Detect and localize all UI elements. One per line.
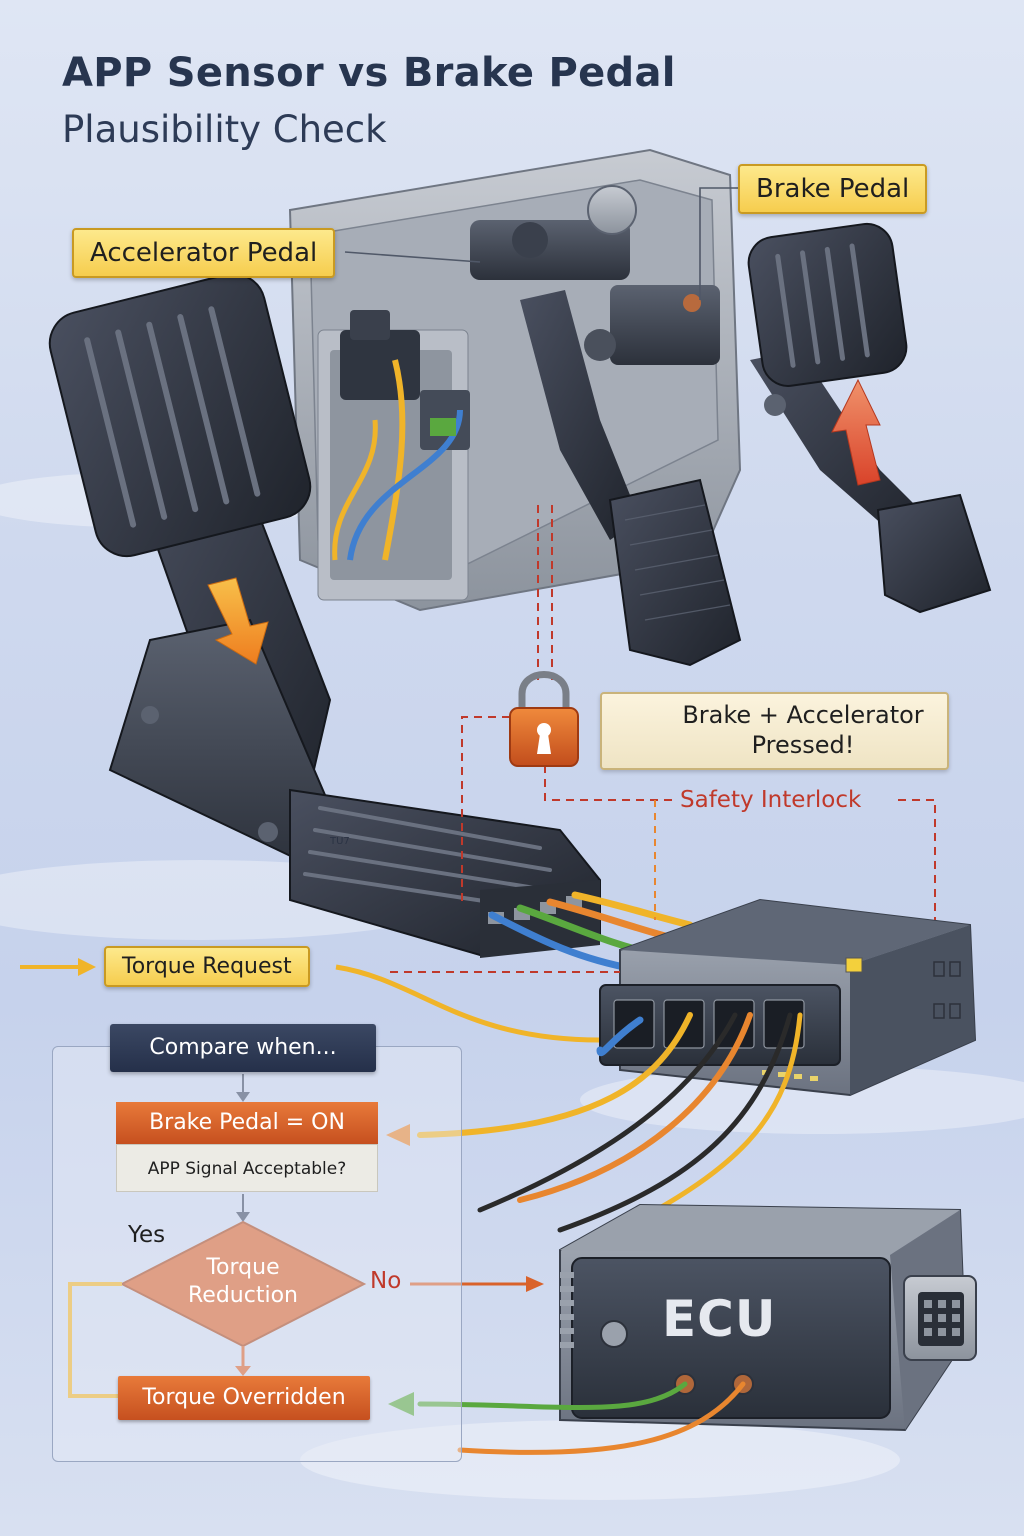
decision-line-1: Torque — [206, 1255, 280, 1280]
ecu-unit — [559, 1203, 977, 1432]
condition-arrow-icon — [386, 1124, 410, 1146]
compare-when-box: Compare when... — [110, 1024, 376, 1072]
warning-box: Brake + Accelerator Pressed! — [600, 692, 949, 770]
no-branch-arrow-icon — [526, 1276, 544, 1292]
label-leader-lines — [344, 187, 738, 300]
torque-reduction-text: Torque Reduction — [150, 1254, 336, 1310]
brake-pedal-assembly — [747, 222, 992, 614]
accelerator-press-arrow-icon — [207, 577, 269, 665]
accelerator-pedal-label: Accelerator Pedal — [72, 228, 336, 278]
safety-interlock-lines — [390, 505, 936, 973]
warning-line-2: Pressed! — [751, 731, 855, 759]
no-branch-label: No — [370, 1268, 402, 1294]
ecu-return-arrow-icon — [388, 1392, 414, 1416]
middle-pedal — [520, 290, 742, 667]
app-signal-question: APP Signal Acceptable? — [116, 1144, 378, 1192]
ecu-label: ECU — [662, 1290, 777, 1348]
torque-request-arrow-icon — [78, 958, 96, 976]
accelerator-pedal-assembly — [48, 272, 601, 958]
torque-request-line — [20, 958, 601, 1043]
app-sensor-module — [332, 310, 470, 561]
padlock-icon — [509, 671, 579, 767]
decision-line-2: Reduction — [188, 1283, 298, 1308]
page-title: APP Sensor vs Brake Pedal — [62, 50, 676, 96]
pedal-marking: TU7 — [330, 836, 350, 847]
warning-line-1: Brake + Accelerator — [682, 701, 924, 729]
flowchart-arrowheads — [236, 1092, 250, 1222]
page-subtitle: Plausibility Check — [62, 108, 387, 151]
result-arrow-icon — [235, 1366, 251, 1376]
torque-overridden-box: Torque Overridden — [118, 1376, 370, 1420]
decision-output-lines — [68, 1282, 528, 1398]
safety-interlock-label: Safety Interlock — [680, 787, 862, 813]
yes-branch-label: Yes — [128, 1222, 166, 1248]
torque-request-label: Torque Request — [104, 946, 310, 987]
ecu-output-wires — [417, 1381, 746, 1455]
warning-text: Brake + Accelerator Pressed! — [668, 700, 938, 760]
brake-return-arrow-icon — [831, 378, 881, 486]
brake-on-condition: Brake Pedal = ON — [116, 1102, 378, 1144]
brake-pedal-label: Brake Pedal — [738, 164, 928, 214]
